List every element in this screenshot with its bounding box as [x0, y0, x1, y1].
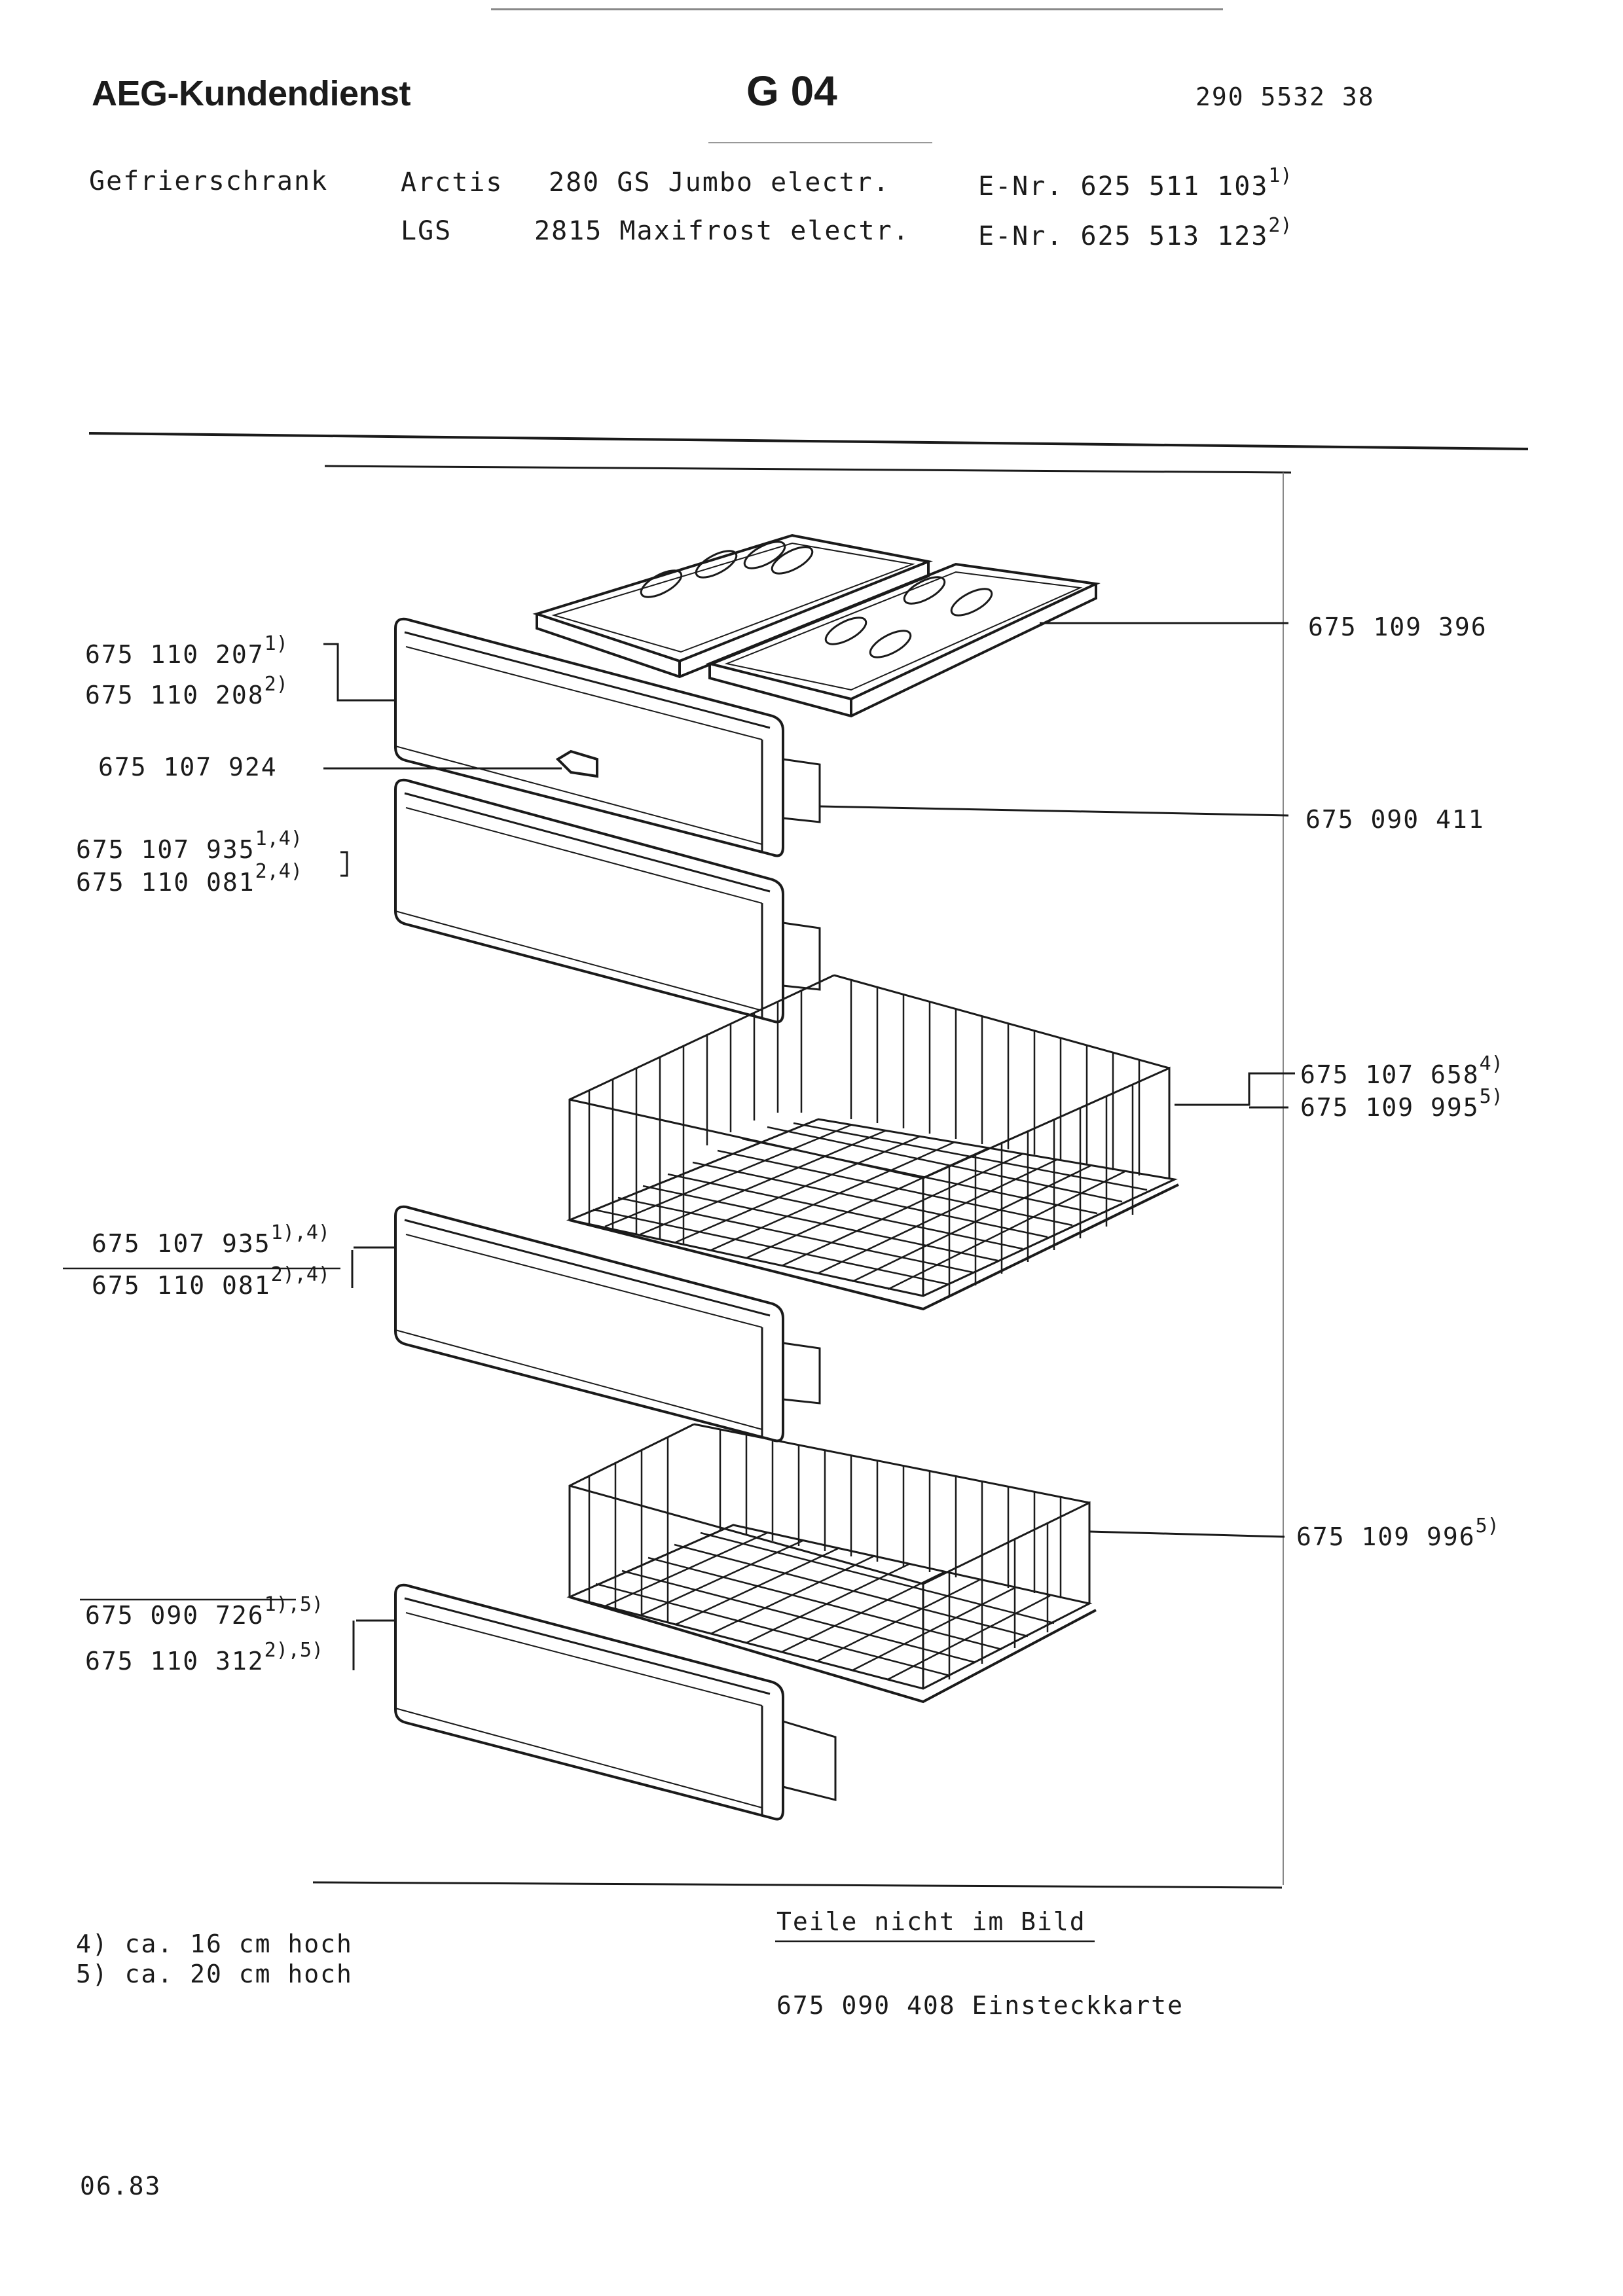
part-number: 675 110 081: [76, 868, 255, 897]
part-number: 675 110 208: [85, 681, 264, 709]
part-number: 675 110 081: [92, 1271, 271, 1300]
ice-tray-left: [532, 533, 934, 679]
footnote-ref: 1): [264, 632, 288, 655]
enr-value: E-Nr. 625 513 123: [978, 221, 1269, 251]
footnote-ref: 1,4): [255, 827, 302, 850]
footnote-ref: 2): [264, 673, 288, 696]
model-brand-2: LGS: [401, 216, 452, 246]
not-pictured-heading: Teile nicht im Bild: [776, 1907, 1086, 1936]
part-label-right-3: 675 107 6584): [1300, 1052, 1503, 1089]
leader-lines-right: [819, 622, 1295, 1538]
part-label-right-1: 675 109 396: [1308, 613, 1487, 641]
part-number: 675 109 995: [1300, 1093, 1480, 1122]
footnote-ref: 1),4): [270, 1221, 330, 1244]
footnote-ref: 2),4): [270, 1263, 330, 1286]
part-label-left-7: 675 110 0812),4): [92, 1263, 330, 1300]
frame-top: [324, 465, 1292, 474]
frame-bottom: [312, 1881, 1283, 1889]
part-label-left-1: 675 110 2071): [85, 632, 288, 669]
part-label-left-5: 675 110 0812,4): [76, 860, 302, 897]
part-label-right-4: 675 109 9955): [1300, 1085, 1503, 1122]
part-number: 675 110 207: [85, 640, 264, 669]
part-label-left-9: 675 110 3122),5): [85, 1639, 323, 1676]
footnote-ref: 5): [1479, 1085, 1503, 1108]
drawer-front-panel-3: [394, 1205, 821, 1443]
footnote-ref: 2,4): [255, 860, 302, 883]
model-name-2: 2815 Maxifrost electr.: [534, 216, 910, 246]
footnote-ref: 4): [1479, 1052, 1503, 1075]
footnote-4: 4) ca. 16 cm hoch: [76, 1929, 353, 1958]
model-name-1: 280 GS Jumbo electr.: [549, 168, 890, 198]
part-label-left-8: 675 090 7261),5): [85, 1593, 323, 1630]
enr-value: E-Nr. 625 511 103: [978, 171, 1269, 202]
part-label-left-4: 675 107 9351,4): [76, 827, 302, 864]
drawer-front-panel-4: [394, 1583, 837, 1821]
part-number: 675 090 726: [85, 1601, 264, 1630]
part-label-right-5: 675 109 9965): [1296, 1515, 1499, 1551]
wire-basket-lower: [566, 1423, 1097, 1704]
document-number: 290 5532 38: [1195, 82, 1375, 111]
part-number: 675 110 312: [85, 1647, 264, 1676]
drawer-front-panel-1: [394, 617, 821, 857]
part-number: 675 107 924: [98, 753, 278, 781]
not-pictured-item: 675 090 408 Einsteckkarte: [776, 1991, 1184, 2020]
footnote-ref: 5): [1475, 1515, 1499, 1537]
part-number: 675 109 396: [1308, 613, 1487, 641]
appliance-type: Gefrierschrank: [89, 166, 329, 196]
part-number: 675 107 658: [1300, 1060, 1480, 1089]
part-label-right-2: 675 090 411: [1305, 805, 1485, 834]
section-code: G 04: [746, 67, 837, 115]
brand-title: AEG-Kundendienst: [92, 74, 411, 113]
footnote-ref: 1),5): [264, 1593, 323, 1616]
footnote-5: 5) ca. 20 cm hoch: [76, 1960, 353, 1988]
footnote-ref: 2): [1268, 214, 1292, 237]
part-number: 675 107 935: [76, 835, 255, 864]
main-separator-line: [88, 432, 1529, 450]
leader-lines-left: [323, 643, 562, 1670]
part-label-left-2: 675 110 2082): [85, 673, 288, 709]
footnote-ref: 1): [1268, 164, 1292, 187]
footnote-ref: 2),5): [264, 1639, 323, 1662]
model-enr-1: E-Nr. 625 511 1031): [978, 164, 1292, 202]
model-brand-1: Arctis: [401, 168, 503, 198]
part-number: 675 090 411: [1305, 805, 1485, 834]
wire-basket-upper: [566, 974, 1179, 1311]
part-number: 675 107 935: [92, 1229, 271, 1258]
ice-tray-right: [705, 562, 1101, 718]
print-date: 06.83: [80, 2172, 162, 2200]
model-enr-2: E-Nr. 625 513 1232): [978, 214, 1292, 251]
part-label-left-3: 675 107 924: [98, 753, 278, 781]
part-number: 675 109 996: [1296, 1522, 1476, 1551]
drawer-front-panel-2: [394, 778, 821, 1024]
part-label-left-6: 675 107 9351),4): [92, 1221, 330, 1258]
